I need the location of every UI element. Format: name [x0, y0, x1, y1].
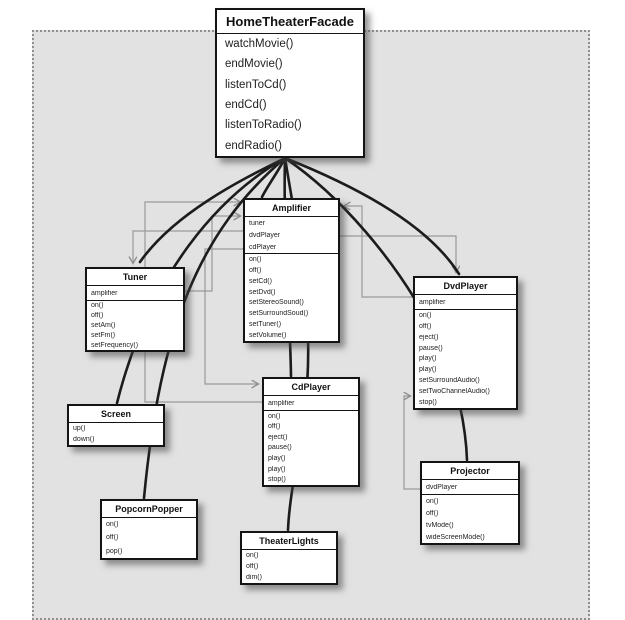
method: on()	[268, 412, 281, 420]
method: setVolume()	[249, 332, 287, 340]
method: on()	[249, 255, 262, 263]
method: off()	[249, 266, 262, 274]
method: off()	[106, 534, 119, 542]
attribute: amplifier	[268, 399, 295, 407]
class-attributes: amplifier	[264, 396, 358, 411]
method: setTwoChannelAudio()	[419, 388, 490, 396]
edge-amplifier-cdplayer	[204, 248, 258, 384]
class-methods: on() off() eject() pause() play() play()…	[415, 310, 516, 408]
method: watchMovie()	[225, 38, 294, 51]
class-theaterlights: TheaterLights on() off() dim()	[240, 531, 338, 585]
association-lines	[133, 202, 456, 490]
class-title: TheaterLights	[242, 533, 336, 550]
method: tvMode()	[426, 521, 454, 529]
method: up()	[73, 425, 86, 432]
method: dim()	[246, 574, 262, 581]
method: setTuner()	[249, 321, 282, 329]
method: off()	[268, 423, 281, 431]
method: play()	[419, 355, 437, 363]
edge-facade-dvdplayer	[283, 156, 461, 276]
method: play()	[419, 366, 437, 374]
method: on()	[246, 552, 259, 559]
attribute: amplifier	[419, 298, 446, 306]
method: wideScreenMode()	[426, 533, 485, 541]
method: stop()	[419, 398, 437, 406]
attribute: cdPlayer	[249, 243, 277, 251]
class-methods: on() off() pop()	[102, 518, 196, 558]
class-title: Amplifier	[245, 200, 338, 217]
method: endMovie()	[225, 58, 283, 71]
class-methods: on() off() dim()	[242, 550, 336, 583]
class-methods: on() off() eject() pause() play() play()…	[264, 411, 358, 485]
method: eject()	[268, 433, 288, 441]
class-attributes: dvdPlayer	[422, 480, 518, 495]
method: off()	[426, 509, 439, 517]
method: setAm()	[91, 321, 116, 329]
method: setSurroundAudio()	[419, 377, 480, 385]
method: on()	[426, 497, 439, 505]
class-attributes: amplifier	[415, 295, 516, 310]
method: setDvd()	[249, 288, 276, 296]
class-methods: on() off() setAm() setFm() setFrequency(…	[87, 301, 183, 350]
class-methods: on() off() tvMode() wideScreenMode()	[422, 495, 518, 543]
edge-facade-tuner	[138, 156, 287, 264]
method: stop()	[268, 476, 286, 484]
edge-amplifier-tuner	[133, 230, 243, 263]
edge-tuner-amplifier	[185, 216, 240, 292]
class-screen: Screen up() down()	[67, 404, 165, 447]
edge-dvdplayer-amplifier	[344, 206, 413, 298]
class-methods: on() off() setCd() setDvd() setStereoSou…	[245, 254, 338, 341]
method: off()	[419, 322, 432, 330]
method: listenToRadio()	[225, 119, 302, 132]
class-projector: Projector dvdPlayer on() off() tvMode() …	[420, 461, 520, 545]
attribute: amplifier	[91, 289, 118, 297]
class-methods: watchMovie() endMovie() listenToCd() end…	[217, 34, 363, 156]
class-title: Screen	[69, 406, 163, 423]
method: off()	[246, 563, 259, 570]
method: endRadio()	[225, 139, 282, 152]
attribute: dvdPlayer	[249, 231, 281, 239]
method: listenToCd()	[225, 78, 287, 91]
class-methods: up() down()	[69, 423, 163, 445]
class-popcornpopper: PopcornPopper on() off() pop()	[100, 499, 198, 560]
edge-facade-screen	[115, 156, 287, 405]
method: eject()	[419, 333, 439, 341]
class-hometheaterfacade: HomeTheaterFacade watchMovie() endMovie(…	[215, 8, 365, 158]
class-attributes: tuner dvdPlayer cdPlayer	[245, 217, 338, 254]
method: pause()	[268, 444, 292, 452]
class-title: DvdPlayer	[415, 278, 516, 295]
method: setCd()	[249, 277, 272, 285]
class-title: CdPlayer	[264, 379, 358, 396]
class-amplifier: Amplifier tuner dvdPlayer cdPlayer on() …	[243, 198, 340, 343]
edge-facade-amplifier	[260, 156, 287, 199]
method: down()	[73, 436, 95, 443]
class-cdplayer: CdPlayer amplifier on() off() eject() pa…	[262, 377, 360, 487]
edge-amplifier-dvdplayer	[340, 235, 456, 272]
attribute: dvdPlayer	[426, 483, 458, 491]
class-dvdplayer: DvdPlayer amplifier on() off() eject() p…	[413, 276, 518, 410]
method: setStereoSound()	[249, 299, 304, 307]
method: off()	[91, 312, 104, 320]
class-attributes: amplifier	[87, 286, 183, 301]
method: setFrequency()	[91, 341, 139, 349]
edge-projector-dvdplayer	[403, 396, 420, 490]
method: setFm()	[91, 331, 116, 339]
class-tuner: Tuner amplifier on() off() setAm() setFm…	[85, 267, 185, 352]
attribute: tuner	[249, 219, 265, 227]
method: on()	[419, 311, 432, 319]
class-title: HomeTheaterFacade	[217, 10, 363, 34]
method: pause()	[419, 344, 443, 352]
method: endCd()	[225, 99, 267, 112]
method: play()	[268, 455, 286, 463]
class-title: Projector	[422, 463, 518, 480]
method: play()	[268, 465, 286, 473]
class-title: PopcornPopper	[102, 501, 196, 518]
method: on()	[91, 302, 104, 310]
class-title: Tuner	[87, 269, 183, 286]
method: pop()	[106, 547, 123, 555]
method: setSurroundSoud()	[249, 310, 309, 318]
method: on()	[106, 521, 119, 529]
